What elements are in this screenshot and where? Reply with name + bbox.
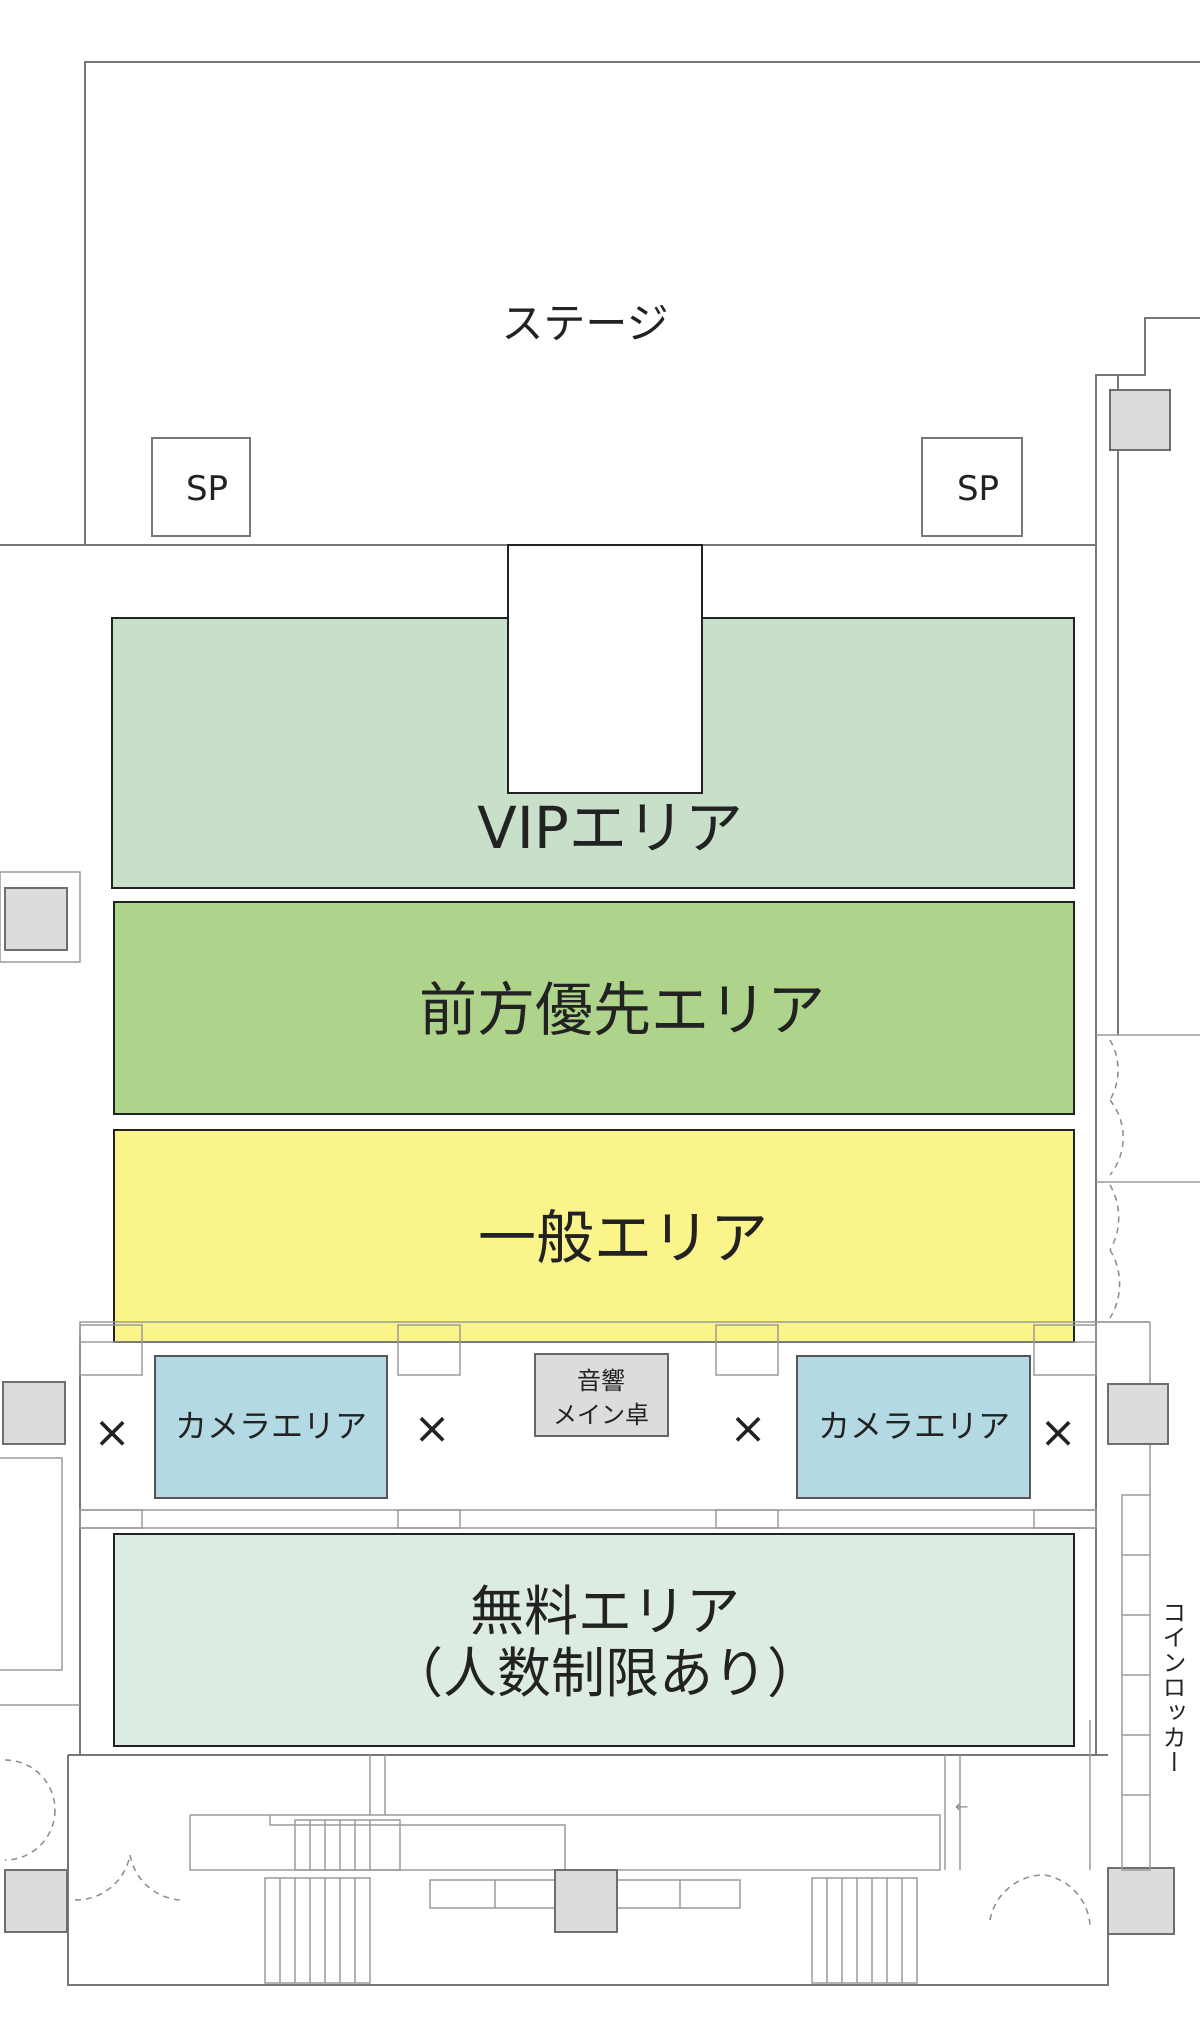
no-entry-x-icon: × [414,1403,451,1454]
speaker-right-label: SP [957,469,999,509]
no-entry-x-icon: × [730,1403,767,1454]
general-area: 一般エリア [113,1129,1075,1343]
stage-label: ステージ [501,299,668,348]
free-area-label-line2: （人数制限あり） [389,1642,821,1705]
speaker-left-label: SP [186,469,228,509]
doors: ← [4,1039,1124,1926]
vip-area-label: VIPエリア [477,794,743,862]
speaker-left: SP [151,437,251,537]
speaker-right: SP [921,437,1023,537]
staircase-right [811,1877,918,1984]
pillar [4,1869,68,1933]
staircase-center [294,1819,401,1871]
arrow-icon: ← [955,1797,968,1816]
no-entry-x-icon: × [1040,1407,1077,1458]
front-priority-area: 前方優先エリア [113,901,1075,1115]
staircases [264,1819,918,1984]
pillar [554,1869,618,1933]
vip-area: VIPエリア [111,544,1075,889]
sound-main-desk: 音響 メイン卓 [534,1353,669,1437]
staircase-left [264,1877,371,1984]
camera-area-right: カメラエリア [796,1355,1031,1499]
camera-area-right-label: カメラエリア [818,1407,1010,1445]
no-entry-marks: × × × × [94,1403,1077,1458]
pillar [1107,1867,1175,1935]
pillar [2,1381,66,1445]
coin-locker: コインロッカー [1121,1494,1186,1871]
free-area: 無料エリア （人数制限あり） [113,1533,1075,1747]
pillar [1107,1383,1169,1445]
no-entry-x-icon: × [94,1407,131,1458]
free-area-label-line1: 無料エリア [470,1580,740,1643]
sound-desk-label-line2: メイン卓 [553,1401,649,1429]
sound-desk-label-line1: 音響 [577,1367,625,1395]
general-area-label: 一般エリア [478,1204,768,1272]
pillar [1109,389,1171,451]
stage: ステージ [501,299,668,348]
front-priority-area-label: 前方優先エリア [419,976,825,1044]
camera-row-structure [79,1321,1150,1529]
coin-locker-label: コインロッカー [1158,1600,1186,1775]
camera-area-left-label: カメラエリア [175,1407,367,1445]
pillars [2,389,1175,1935]
pillar [4,887,68,951]
camera-area-left: カメラエリア [154,1355,388,1499]
